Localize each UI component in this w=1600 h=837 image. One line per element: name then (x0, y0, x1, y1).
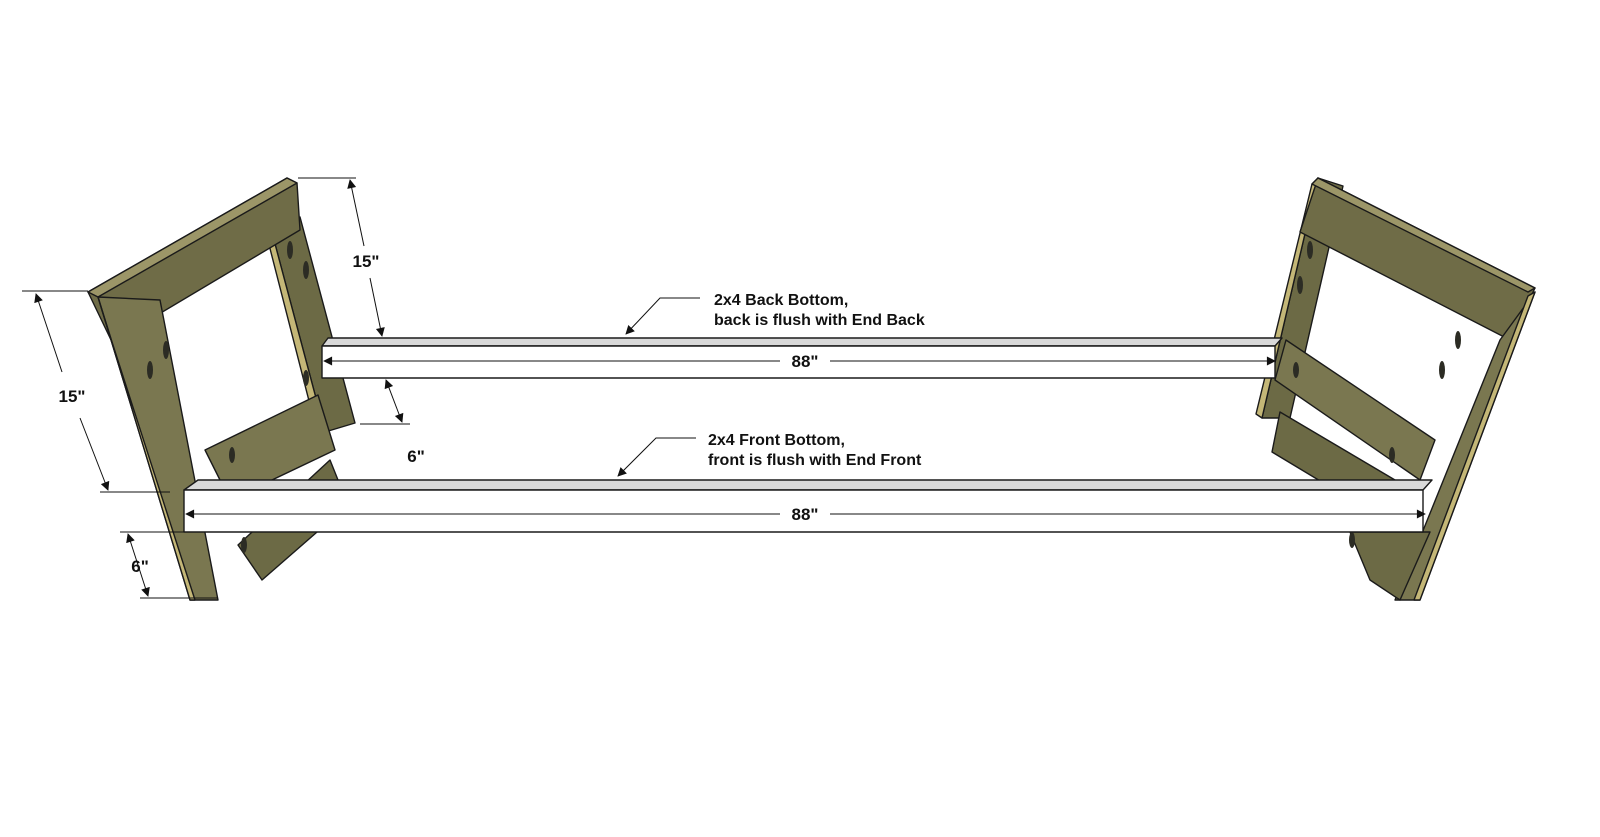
dimension-line (34, 293, 63, 373)
back-end-height-dimension: 15" (298, 177, 385, 337)
leader-line (617, 437, 696, 477)
pocket-hole (1297, 276, 1303, 294)
back-bottom-callout: 2x4 Back Bottom, back is flush with End … (625, 292, 925, 335)
back-end-height-label: 15" (353, 252, 380, 271)
pocket-hole (1307, 241, 1313, 259)
right-end-frame (1255, 177, 1536, 601)
front-rail-gap-label: 6" (131, 557, 149, 576)
back-bottom-board-top (321, 337, 1283, 347)
back-bottom-board-face (321, 345, 1276, 379)
left-end-height-label: 15" (59, 387, 86, 406)
front-bottom-note: front is flush with End Front (708, 452, 922, 469)
pocket-hole (1439, 361, 1445, 379)
right-end-front-leg-face (1413, 291, 1536, 601)
pocket-hole (303, 370, 309, 386)
pocket-hole (287, 241, 293, 259)
left-end-front-leg-face (97, 296, 196, 601)
back-bottom-note: back is flush with End Back (714, 312, 925, 329)
back-rail-gap-label: 6" (407, 447, 425, 466)
pocket-hole (229, 447, 235, 463)
pocket-hole (163, 341, 169, 359)
dimension-line (384, 379, 404, 423)
pocket-hole (1349, 532, 1355, 548)
front-bottom-board-top (183, 479, 1433, 491)
front-bottom-title: 2x4 Front Bottom, (708, 432, 845, 449)
left-end-frame (87, 177, 356, 601)
pocket-hole (303, 261, 309, 279)
back-rail-gap-dimension: 6" (360, 379, 425, 466)
pocket-hole (1293, 362, 1299, 378)
back-bottom-title: 2x4 Back Bottom, (714, 292, 848, 309)
left-end-height-dimension: 15" (22, 290, 170, 493)
front-bottom-board (183, 479, 1433, 533)
leader-line (625, 297, 700, 335)
dimension-line (369, 277, 385, 337)
pocket-hole (1389, 447, 1395, 463)
front-length-label: 88" (792, 505, 819, 524)
dimension-line (79, 417, 110, 491)
right-end-top-rail-top (1311, 177, 1536, 293)
dimension-line (126, 533, 150, 597)
pocket-hole (241, 537, 247, 553)
dimension-line (347, 179, 365, 247)
pocket-hole (1455, 331, 1461, 349)
left-end-front-leg (97, 296, 219, 601)
left-end-top-rail-top (87, 177, 298, 298)
pocket-hole (147, 361, 153, 379)
back-bottom-board (321, 337, 1283, 379)
right-end-top-rail (1299, 177, 1536, 341)
front-bottom-callout: 2x4 Front Bottom, front is flush with En… (617, 432, 922, 477)
back-length-dimension: 88" (323, 352, 1276, 371)
front-bottom-board-face (183, 489, 1424, 533)
front-rail-gap-dimension: 6" (120, 531, 218, 599)
back-length-label: 88" (792, 352, 819, 371)
front-length-dimension: 88" (185, 505, 1426, 524)
